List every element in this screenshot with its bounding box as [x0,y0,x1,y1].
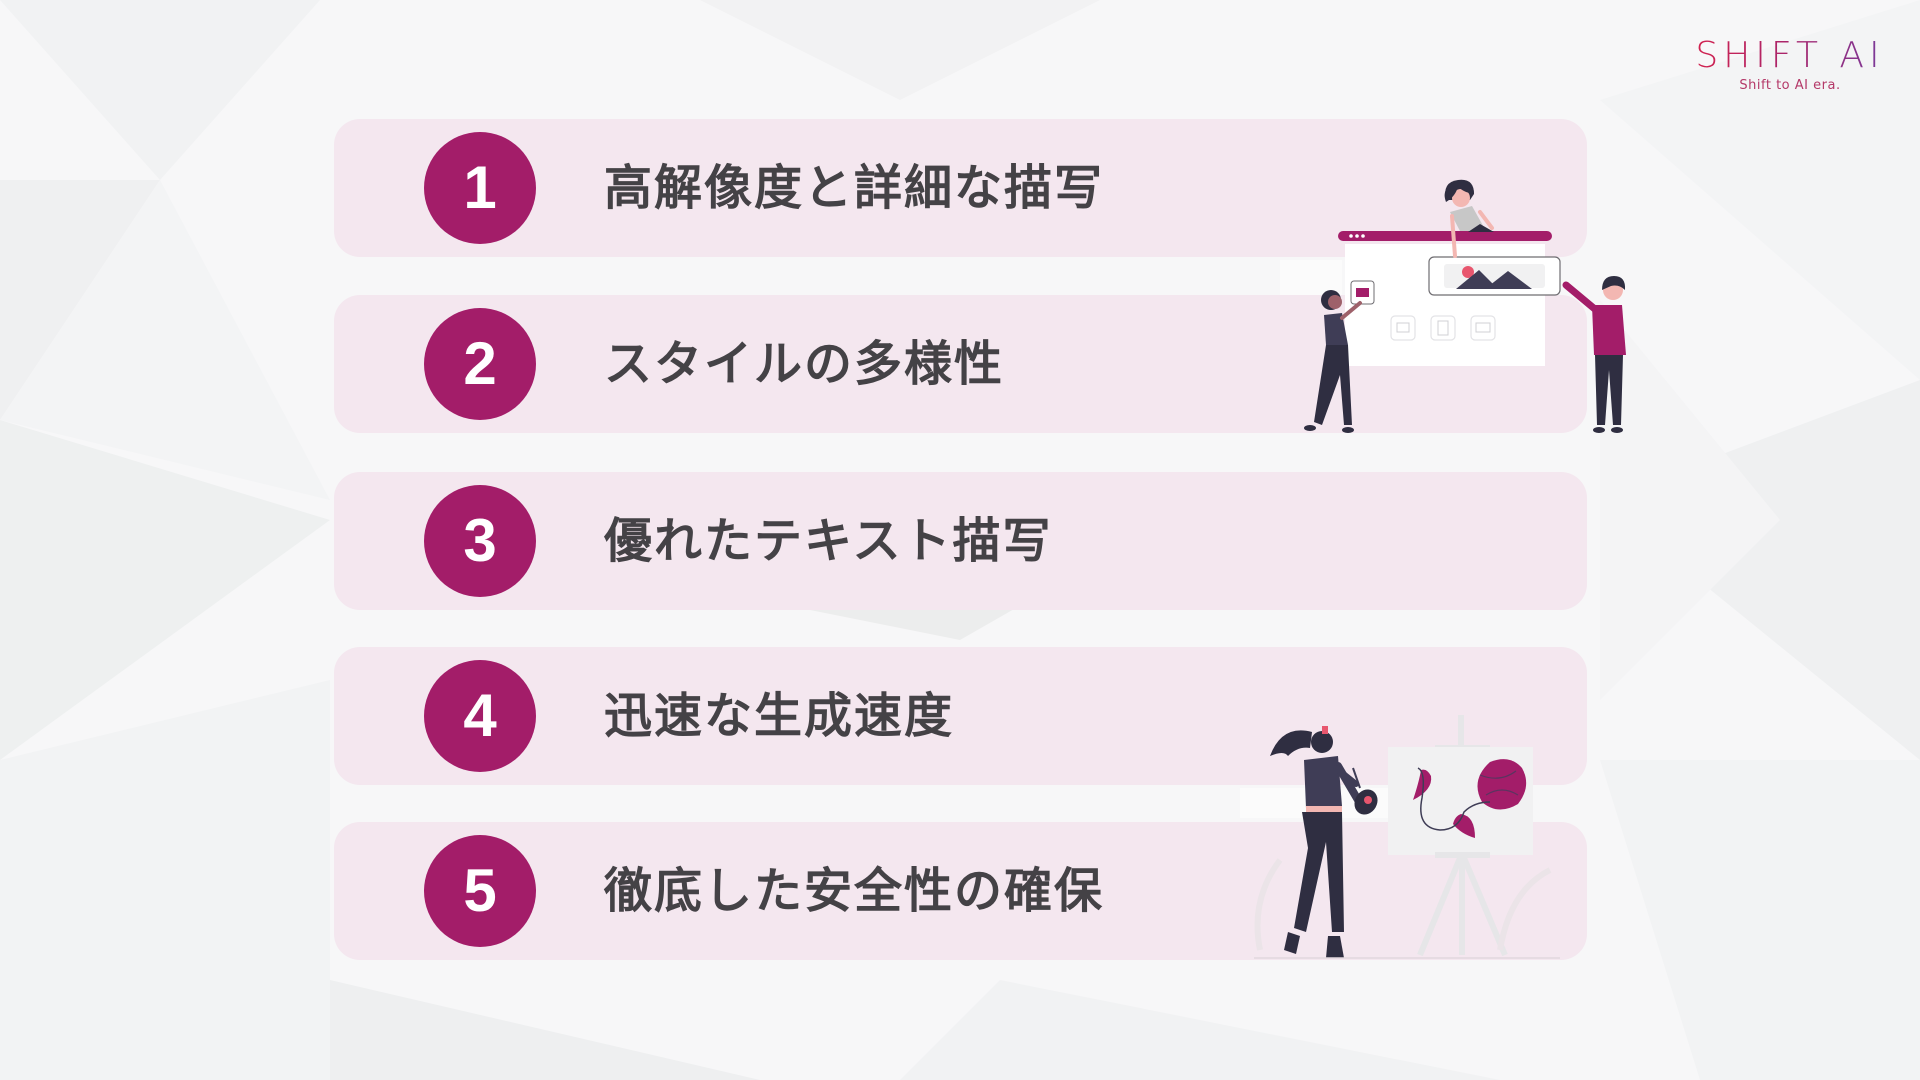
logo-tagline: Shift to AI era. [1739,78,1841,93]
number-badge: 2 [424,308,536,420]
web-page-illustration-icon [1280,179,1626,433]
number-badge: 1 [424,132,536,244]
logo-title: SHIFT AI [1695,35,1885,76]
number-badge: 3 [424,485,536,597]
feature-label: 優れたテキスト描写 [604,513,1053,569]
feature-card-4: 4 迅速な生成速度 [334,647,1587,785]
number-badge: 4 [424,660,536,772]
painter-illustration-icon [1240,715,1560,959]
feature-label: 迅速な生成速度 [604,688,955,744]
feature-label: スタイルの多様性 [604,336,1005,392]
number-badge: 5 [424,835,536,947]
feature-label: 高解像度と詳細な描写 [604,160,1105,216]
shift-ai-logo: SHIFT AI Shift to AI era. [1690,36,1890,94]
feature-card-5: 5 徹底した安全性の確保 [334,822,1587,960]
feature-label: 徹底した安全性の確保 [604,863,1105,919]
feature-card-3: 3 優れたテキスト描写 [334,472,1587,610]
